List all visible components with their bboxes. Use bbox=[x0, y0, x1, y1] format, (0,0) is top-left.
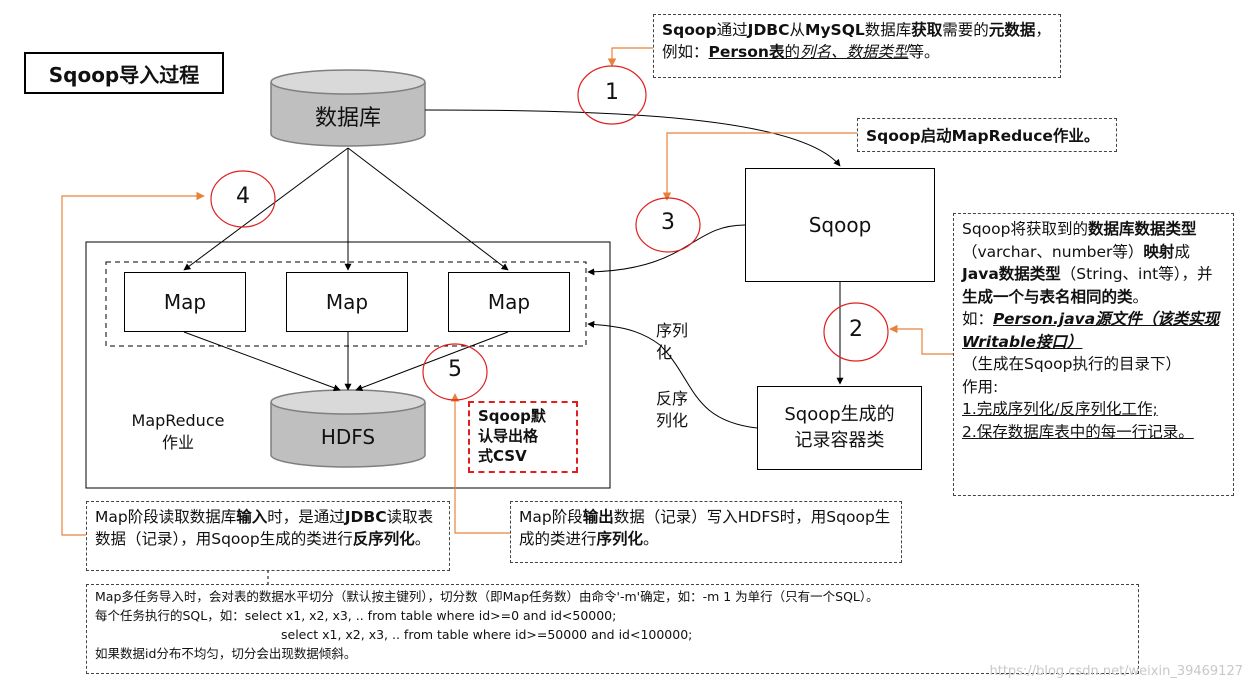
note2-text: （生成在Sqoop执行的目录下） bbox=[962, 355, 1181, 373]
step-circle-2 bbox=[823, 302, 889, 362]
note1-text: 数据库 bbox=[864, 21, 912, 39]
serialize-label: 序列 化 bbox=[656, 321, 689, 362]
map-in-text: 时，是通过 bbox=[267, 508, 345, 526]
note2-text: 数据库数据类型 bbox=[1087, 220, 1197, 238]
note1-text: 等。 bbox=[908, 43, 940, 61]
step-number-3: 3 bbox=[661, 210, 675, 235]
step-circle-1 bbox=[577, 65, 647, 125]
csv-format-note: Sqoop默 认导出格 式CSV bbox=[468, 401, 578, 473]
sqoop-box: Sqoop bbox=[745, 168, 935, 282]
note1-text: 的 bbox=[784, 43, 800, 61]
note2-text: Sqoop将获取到的 bbox=[962, 220, 1088, 238]
map-box-3: Map bbox=[448, 272, 570, 332]
map-in-text: 。 bbox=[414, 530, 431, 548]
note2-text: 1.完成序列化/反序列化工作; bbox=[962, 400, 1158, 418]
note1-text: Sqoop bbox=[662, 21, 717, 39]
database-cylinder bbox=[270, 69, 426, 147]
note1-text: Person表 bbox=[708, 43, 785, 61]
start-mapreduce-note: Sqoop启动MapReduce作业。 bbox=[857, 118, 1117, 152]
note2-text: （String、int等），并 bbox=[1060, 265, 1213, 283]
step-circle-3 bbox=[635, 197, 701, 253]
note2-text: 映射 bbox=[1143, 242, 1175, 261]
arrow-db-sqoop bbox=[424, 109, 841, 167]
database-label: 数据库 bbox=[314, 106, 381, 131]
step-number-5: 5 bbox=[448, 357, 462, 382]
map-box-1: Map bbox=[124, 272, 246, 332]
arrow-map1-hdfs bbox=[183, 331, 341, 392]
note1-text: 列名、数据类型 bbox=[799, 43, 909, 61]
note1-text: 获取 bbox=[911, 21, 943, 39]
note2-text: Person.java源文件（该类实现Writable接口） bbox=[962, 310, 1220, 351]
map-in-text: JDBC bbox=[344, 508, 387, 526]
hdfs-label: HDFS bbox=[320, 425, 376, 449]
watermark: https://blog.csdn.net/weixin_39469127 bbox=[989, 664, 1243, 679]
map-output-note: Map阶段输出数据（记录）写入HDFS时，用Sqoop生成的类进行序列化。 bbox=[510, 501, 902, 563]
note2-text: （varchar、number等） bbox=[962, 242, 1144, 261]
orange-link-4 bbox=[61, 191, 205, 536]
step-number-2: 2 bbox=[849, 317, 863, 342]
type-mapping-note: Sqoop将获取到的数据库数据类型 （varchar、number等）映射成 Jav… bbox=[953, 213, 1234, 496]
step-circle-4 bbox=[210, 170, 276, 228]
orange-link-1 bbox=[607, 47, 653, 67]
note2-text: Java数据类型 bbox=[962, 265, 1061, 283]
orange-link-5 bbox=[450, 393, 510, 534]
metadata-note: Sqoop通过JDBC从MySQL数据库获取需要的元数据，例如：Person表的… bbox=[653, 14, 1061, 78]
note1-text: 从 bbox=[789, 21, 806, 39]
diagram-title: Sqoop导入过程 bbox=[24, 52, 224, 94]
note1-text: MySQL bbox=[805, 21, 865, 39]
arrow-db-map3 bbox=[347, 147, 509, 271]
map-in-text: 反序列化 bbox=[352, 530, 415, 548]
map-out-text: 。 bbox=[643, 530, 659, 548]
map-out-text: Map阶段 bbox=[519, 508, 583, 526]
split-note-line: 如果数据id分布不均匀，切分会出现数据倾斜。 bbox=[95, 646, 357, 661]
note1-text: 元数据 bbox=[988, 21, 1036, 39]
step-number-4: 4 bbox=[236, 184, 250, 209]
note1-text: 通过 bbox=[716, 21, 748, 39]
map-out-text: 输出 bbox=[582, 508, 614, 526]
arrow-map3-hdfs bbox=[355, 331, 509, 392]
hdfs-cylinder bbox=[270, 389, 426, 468]
map-group-dashed bbox=[105, 261, 587, 347]
split-note-line: Map多任务导入时，会对表的数据水平切分（默认按主键列），切分数（即Map任务数… bbox=[95, 589, 879, 604]
map-in-text: 读取表数据（记录），用Sqoop生成的类进行 bbox=[95, 508, 434, 548]
note1-text: JDBC bbox=[747, 21, 790, 39]
note1-text: ，例如： bbox=[662, 21, 1051, 61]
note2-text: 2.保存数据库表中的每一行记录。 bbox=[962, 422, 1194, 441]
mapreduce-label: MapReduce 作业 bbox=[131, 411, 225, 452]
split-note-line: 每个任务执行的SQL，如：select x1, x2, x3, .. from … bbox=[95, 608, 617, 623]
note2-text: 。 bbox=[1132, 287, 1149, 306]
note2-text: 如： bbox=[962, 310, 994, 328]
deserialize-label: 反序 列化 bbox=[656, 389, 689, 430]
step-circle-5 bbox=[422, 343, 488, 401]
arrow-sqoop-mapgroup bbox=[587, 224, 746, 276]
split-note-line: select x1, x2, x3, .. from table where i… bbox=[281, 627, 693, 642]
map-in-text: Map阶段读取数据库 bbox=[95, 508, 237, 526]
note2-text: 生成一个与表名相同的类 bbox=[962, 287, 1133, 306]
note1-text: 需要的 bbox=[942, 21, 989, 39]
map-input-note: Map阶段读取数据库输入时，是通过JDBC读取表数据（记录），用Sqoop生成的… bbox=[86, 501, 450, 571]
record-container-box: Sqoop生成的 记录容器类 bbox=[757, 386, 922, 470]
arrow-db-map1 bbox=[183, 147, 349, 271]
map-out-text: 数据（记录）写入HDFS时，用Sqoop生成的类进行 bbox=[519, 508, 891, 548]
map-in-text: 输入 bbox=[236, 508, 268, 526]
note2-text: 作用: bbox=[962, 377, 999, 396]
orange-link-3 bbox=[662, 132, 857, 201]
orange-link-2 bbox=[889, 324, 953, 355]
note2-text: 成 bbox=[1174, 242, 1190, 261]
map-box-2: Map bbox=[286, 272, 408, 332]
map-out-text: 序列化 bbox=[596, 530, 644, 548]
arrow-recordclass-mapgroup bbox=[587, 320, 758, 429]
split-note: Map多任务导入时，会对表的数据水平切分（默认按主键列），切分数（即Map任务数… bbox=[86, 584, 1139, 674]
step-number-1: 1 bbox=[605, 80, 619, 105]
